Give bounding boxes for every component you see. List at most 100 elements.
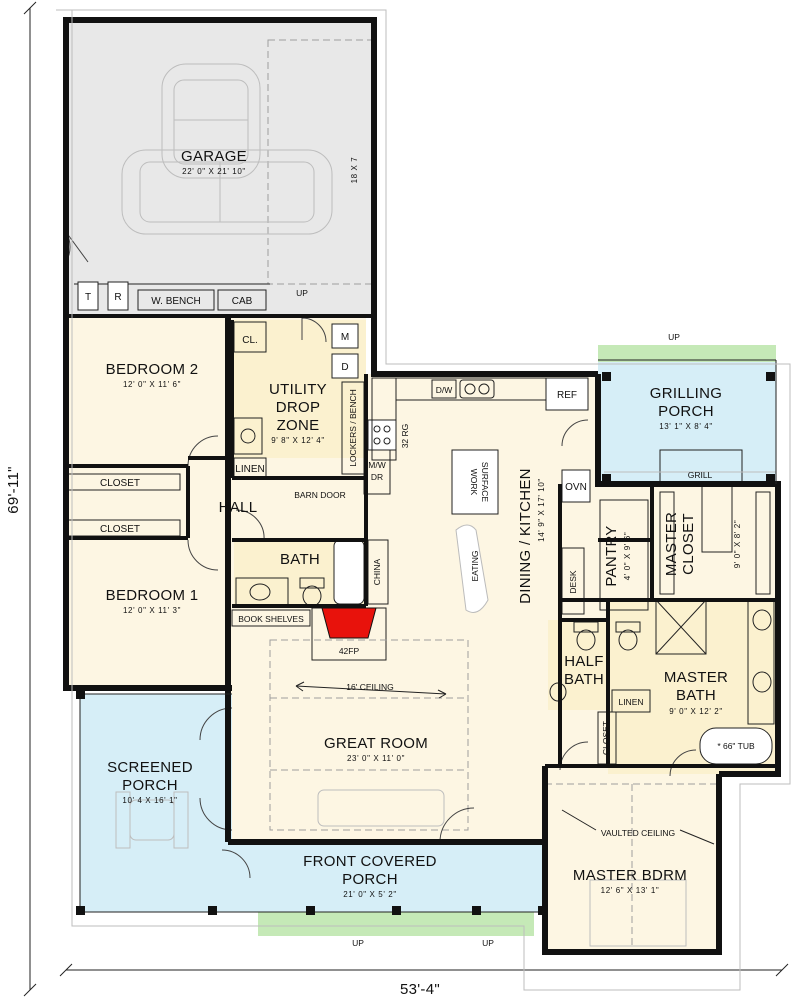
dryer-label: D — [341, 362, 348, 373]
utility-sink — [240, 428, 256, 444]
grilling-step-fill — [598, 345, 776, 362]
screened-dim: 10' 4 X 16' 1" — [122, 796, 177, 805]
fireplace — [321, 607, 377, 639]
front-porch-dim: 21' 0" X 5' 2" — [343, 890, 397, 899]
garage-dim: 22' 0" X 21' 10" — [182, 167, 246, 176]
barn-door-label: BARN DOOR — [294, 490, 345, 500]
kitchen-counter-west — [371, 377, 397, 461]
hall-bath-door — [235, 509, 265, 541]
utility-line2: DROP — [276, 399, 321, 416]
master-closet-dim: 9' 0" X 8' 2" — [733, 520, 742, 569]
master-closet-rod-west — [659, 491, 675, 595]
master-toilet-tank — [615, 621, 641, 633]
grilling-line2: PORCH — [658, 403, 714, 420]
front-step-fill — [258, 912, 534, 936]
screened-porch-fill — [80, 694, 232, 912]
front-porch-fill — [232, 840, 544, 912]
pantry-name: PANTRY — [603, 525, 620, 586]
great-room-name: GREAT ROOM — [324, 735, 428, 752]
front-up-right: UP — [482, 938, 494, 948]
ceiling-arrow — [295, 685, 447, 695]
walls — [63, 17, 781, 955]
bath-name: BATH — [280, 551, 320, 568]
grilling-up-label: UP — [668, 332, 680, 342]
eating-label: EATING — [470, 550, 480, 581]
bedroom2-name: BEDROOM 2 — [106, 361, 199, 378]
utility-line3: ZONE — [277, 417, 320, 434]
mw-label: M/W — [368, 460, 385, 470]
oven — [561, 469, 591, 503]
front-porch-line1: FRONT COVERED — [303, 853, 437, 870]
work-label-2: SURFACE — [480, 462, 490, 502]
master-closet-line1: MASTER — [663, 512, 680, 576]
half-bath-toilet — [576, 629, 596, 651]
bathtub — [333, 539, 365, 605]
master-bath-line1: MASTER — [664, 669, 728, 686]
grill-label: GRILL — [688, 470, 713, 480]
master-bdrm-name: MASTER BDRM — [573, 867, 687, 884]
great-room-dim: 23' 0" X 11' 0" — [347, 754, 405, 763]
pantry-dim: 4' 0" X 9' 6" — [623, 532, 632, 581]
garage-up-label: UP — [296, 288, 308, 298]
half-bath-line2: BATH — [564, 671, 604, 688]
lockers-label: LOCKERS / BENCH — [348, 389, 358, 466]
utility-dim: 9' 8" X 12' 4" — [271, 436, 325, 445]
front-up-left: UP — [352, 938, 364, 948]
grilling-porch-fill — [598, 360, 776, 484]
master-bath-line2: BATH — [676, 687, 716, 704]
w-bench-label: W. BENCH — [151, 296, 200, 307]
master-bdrm-dim: 12' 6" X 13' 1" — [601, 886, 660, 895]
linen-label: LINEN — [235, 464, 264, 475]
patio-set — [115, 791, 189, 849]
closet1-label: CLOSET — [100, 524, 140, 535]
cl-label: CL. — [242, 335, 258, 346]
bedroom2-dim: 12' 0" X 11' 6" — [123, 380, 181, 389]
ovn-label: OVN — [565, 482, 587, 493]
book-shelves-label: BOOK SHELVES — [238, 614, 304, 624]
dr-label: DR — [371, 472, 383, 482]
vaulted-label: VAULTED CEILING — [601, 828, 675, 838]
book-shelves — [231, 609, 311, 627]
car-2 — [121, 149, 333, 235]
master-bdrm-fill — [545, 766, 719, 952]
hall-name: HALL — [219, 499, 258, 516]
washer-m — [331, 323, 359, 349]
work-label-1: WORK — [469, 469, 479, 496]
screened-line1: SCREENED — [107, 759, 193, 776]
master-closet-line2: CLOSET — [680, 513, 697, 575]
dimension-lines — [23, 1, 791, 997]
garage-name: GARAGE — [181, 148, 247, 165]
labels: GARAGE 22' 0" X 21' 10" 18 X 7 T R W. BE… — [5, 148, 755, 998]
trash-label: T — [85, 292, 91, 303]
dw-box — [431, 379, 457, 399]
overall-depth: 69'-11" — [5, 466, 22, 514]
dw-label: D/W — [436, 385, 453, 395]
linen-master-label: LINEN — [618, 697, 643, 707]
vaulted-arrow-left — [561, 809, 597, 831]
master-toilet — [618, 629, 638, 651]
bedroom1-dim: 12' 0" X 11' 3" — [123, 606, 181, 615]
china-label: CHINA — [372, 558, 382, 585]
master-closet-rod-east — [755, 491, 771, 595]
tub-label: * 66" TUB — [717, 741, 755, 751]
ceiling-label: 16' CEILING — [346, 682, 393, 692]
toilet-tank — [299, 577, 325, 589]
closet-master-label: CLOSET — [601, 721, 611, 755]
vaulted-arrow-right — [679, 829, 715, 845]
w-bench — [137, 289, 215, 311]
master-bed — [589, 879, 687, 947]
bedroom1-door — [187, 539, 219, 571]
master-bdrm-door — [669, 749, 697, 777]
dining-name: DINING / KITCHEN — [517, 468, 534, 604]
kitchen-sink — [459, 379, 495, 399]
island — [451, 449, 499, 515]
linen-master-box — [611, 689, 651, 713]
bedroom1-name: BEDROOM 1 — [106, 587, 199, 604]
overall-width: 53'-4" — [400, 981, 440, 998]
dryer-d — [331, 353, 359, 379]
utility-line1: UTILITY — [269, 381, 327, 398]
recycle-bin — [107, 281, 129, 311]
half-bath-line1: HALF — [564, 653, 604, 670]
desk-label: DESK — [568, 570, 578, 593]
